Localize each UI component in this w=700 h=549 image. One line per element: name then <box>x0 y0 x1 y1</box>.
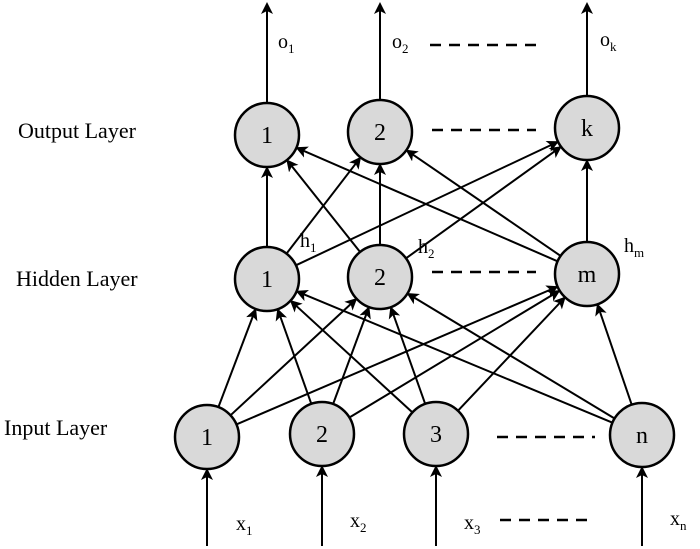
output-var-ok: ok <box>600 29 617 54</box>
edge-input-1-hidden-0 <box>275 308 313 405</box>
input-node-n: n <box>608 401 676 469</box>
output-layer-nodes: 1 2 k <box>233 94 621 169</box>
input-layer-nodes: 1 2 3 n <box>173 400 676 471</box>
input-node-2-label: 2 <box>316 422 328 448</box>
output-node-2: 2 <box>346 98 414 166</box>
input-node-3-label: 3 <box>430 422 442 448</box>
output-node-k-label: k <box>581 116 593 142</box>
input-var-xn: xn <box>670 508 687 533</box>
edge-input-2-hidden-0 <box>289 299 414 414</box>
input-var-x3: x3 <box>464 512 481 537</box>
hidden-layer-nodes: 1 2 m <box>233 240 621 313</box>
hidden-node-1: 1 <box>233 245 301 313</box>
edge-input-0-hidden-0 <box>217 308 258 408</box>
hidden-layer-label: Hidden Layer <box>16 266 138 291</box>
edge-input-0-hidden-2 <box>236 285 559 426</box>
hidden-node-1-label: 1 <box>261 267 273 293</box>
hidden-var-hm: hm <box>624 235 644 260</box>
input-node-2: 2 <box>288 400 356 468</box>
output-node-2-label: 2 <box>374 120 386 146</box>
output-node-1: 1 <box>233 101 301 169</box>
edge-input-3-hidden-1 <box>406 292 616 420</box>
connection-edges <box>201 2 648 546</box>
input-node-1-label: 1 <box>201 425 213 451</box>
input-var-x2: x2 <box>350 510 367 535</box>
edge-input-0-hidden-1 <box>229 298 358 417</box>
hidden-node-m-label: m <box>578 262 597 288</box>
output-layer-label: Output Layer <box>18 118 137 143</box>
hidden-var-h2: h2 <box>418 236 435 261</box>
input-node-1: 1 <box>173 403 241 471</box>
output-node-1-label: 1 <box>261 123 273 149</box>
input-node-n-label: n <box>636 423 648 449</box>
input-layer-label: Input Layer <box>4 415 108 440</box>
edge-input-2-hidden-1 <box>388 306 427 405</box>
input-var-x1: x1 <box>236 513 253 538</box>
edge-hidden-2-output-1 <box>405 149 562 257</box>
input-node-3: 3 <box>402 400 470 468</box>
output-var-o2: o2 <box>392 31 409 56</box>
hidden-node-2-label: 2 <box>374 265 386 291</box>
edge-input-1-hidden-2 <box>348 290 561 419</box>
edge-input-2-hidden-2 <box>457 296 566 412</box>
edge-input-3-hidden-2 <box>595 303 633 406</box>
edge-input-3-hidden-0 <box>295 289 613 424</box>
hidden-node-2: 2 <box>346 243 414 311</box>
hidden-node-m: m <box>553 240 621 308</box>
output-var-o1: o1 <box>278 31 295 56</box>
edge-hidden-2-output-0 <box>295 146 558 263</box>
output-node-k: k <box>553 94 621 162</box>
edge-hidden-1-output-0 <box>286 159 361 253</box>
hidden-var-h1: h1 <box>300 230 317 255</box>
